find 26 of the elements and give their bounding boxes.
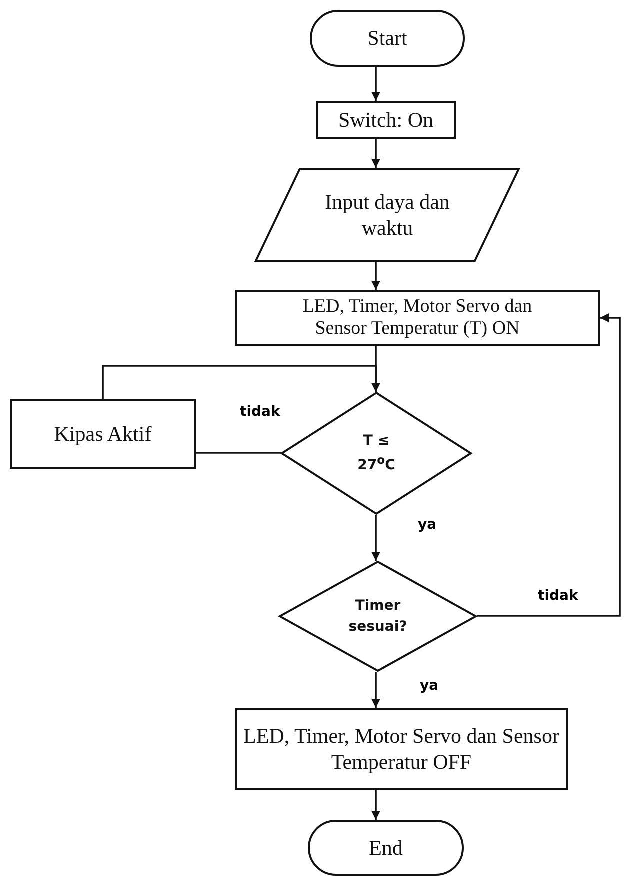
terminal-shape bbox=[310, 10, 465, 67]
arrow bbox=[372, 67, 380, 101]
process-box bbox=[235, 708, 568, 790]
node-text: Switch: On bbox=[338, 106, 434, 134]
terminal-shape bbox=[308, 820, 464, 876]
node-text: T ≤ 27$^{o}$C bbox=[356, 432, 396, 476]
decision-diamond bbox=[279, 561, 477, 672]
arrow bbox=[372, 672, 380, 708]
arrow bbox=[372, 262, 380, 290]
input-parallelogram bbox=[255, 168, 520, 262]
node-text: Start bbox=[368, 25, 408, 52]
node-text: End bbox=[369, 834, 403, 862]
decision-diamond bbox=[281, 392, 472, 515]
node-text: Timer sesuai? bbox=[348, 596, 408, 636]
arrow bbox=[372, 790, 380, 820]
arrow bbox=[372, 139, 380, 168]
process-box bbox=[10, 399, 196, 469]
arrow bbox=[102, 365, 380, 399]
node-text: Kipas Aktif bbox=[54, 420, 152, 448]
node-text: LED, Timer, Motor Servo dan Sensor Temperatur OFF bbox=[242, 722, 560, 776]
arrow bbox=[372, 515, 380, 561]
node-text: Input daya dan waktu bbox=[324, 188, 451, 242]
process-box bbox=[235, 290, 600, 346]
node-text: LED, Timer, Motor Servo dan Sensor Temperatur (T) ON bbox=[302, 296, 534, 340]
arrow bbox=[477, 314, 621, 617]
process-box bbox=[316, 101, 456, 139]
